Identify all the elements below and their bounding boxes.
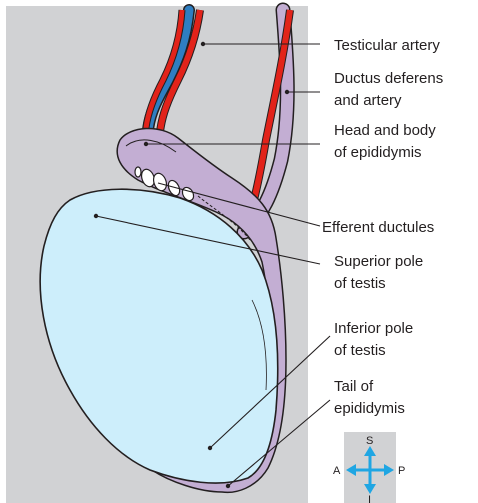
label-head-body-epididymis: Head and body of epididymis bbox=[334, 122, 440, 161]
label-efferent-ductules: Efferent ductules bbox=[322, 219, 434, 236]
orientation-compass: S I A P bbox=[333, 432, 405, 503]
compass-superior: S bbox=[366, 435, 373, 447]
compass-inferior: I bbox=[368, 494, 371, 503]
label-testicular-artery: Testicular artery bbox=[334, 37, 440, 54]
compass-anterior: A bbox=[333, 465, 341, 477]
label-inferior-pole: Inferior pole of testis bbox=[334, 320, 417, 359]
label-ductus-deferens: Ductus deferens and artery bbox=[334, 70, 447, 109]
label-superior-pole: Superior pole of testis bbox=[334, 253, 427, 292]
labels: Testicular artery Ductus deferens and ar… bbox=[322, 37, 447, 417]
compass-posterior: P bbox=[398, 465, 405, 477]
label-tail-epididymis: Tail of epididymis bbox=[334, 378, 405, 417]
